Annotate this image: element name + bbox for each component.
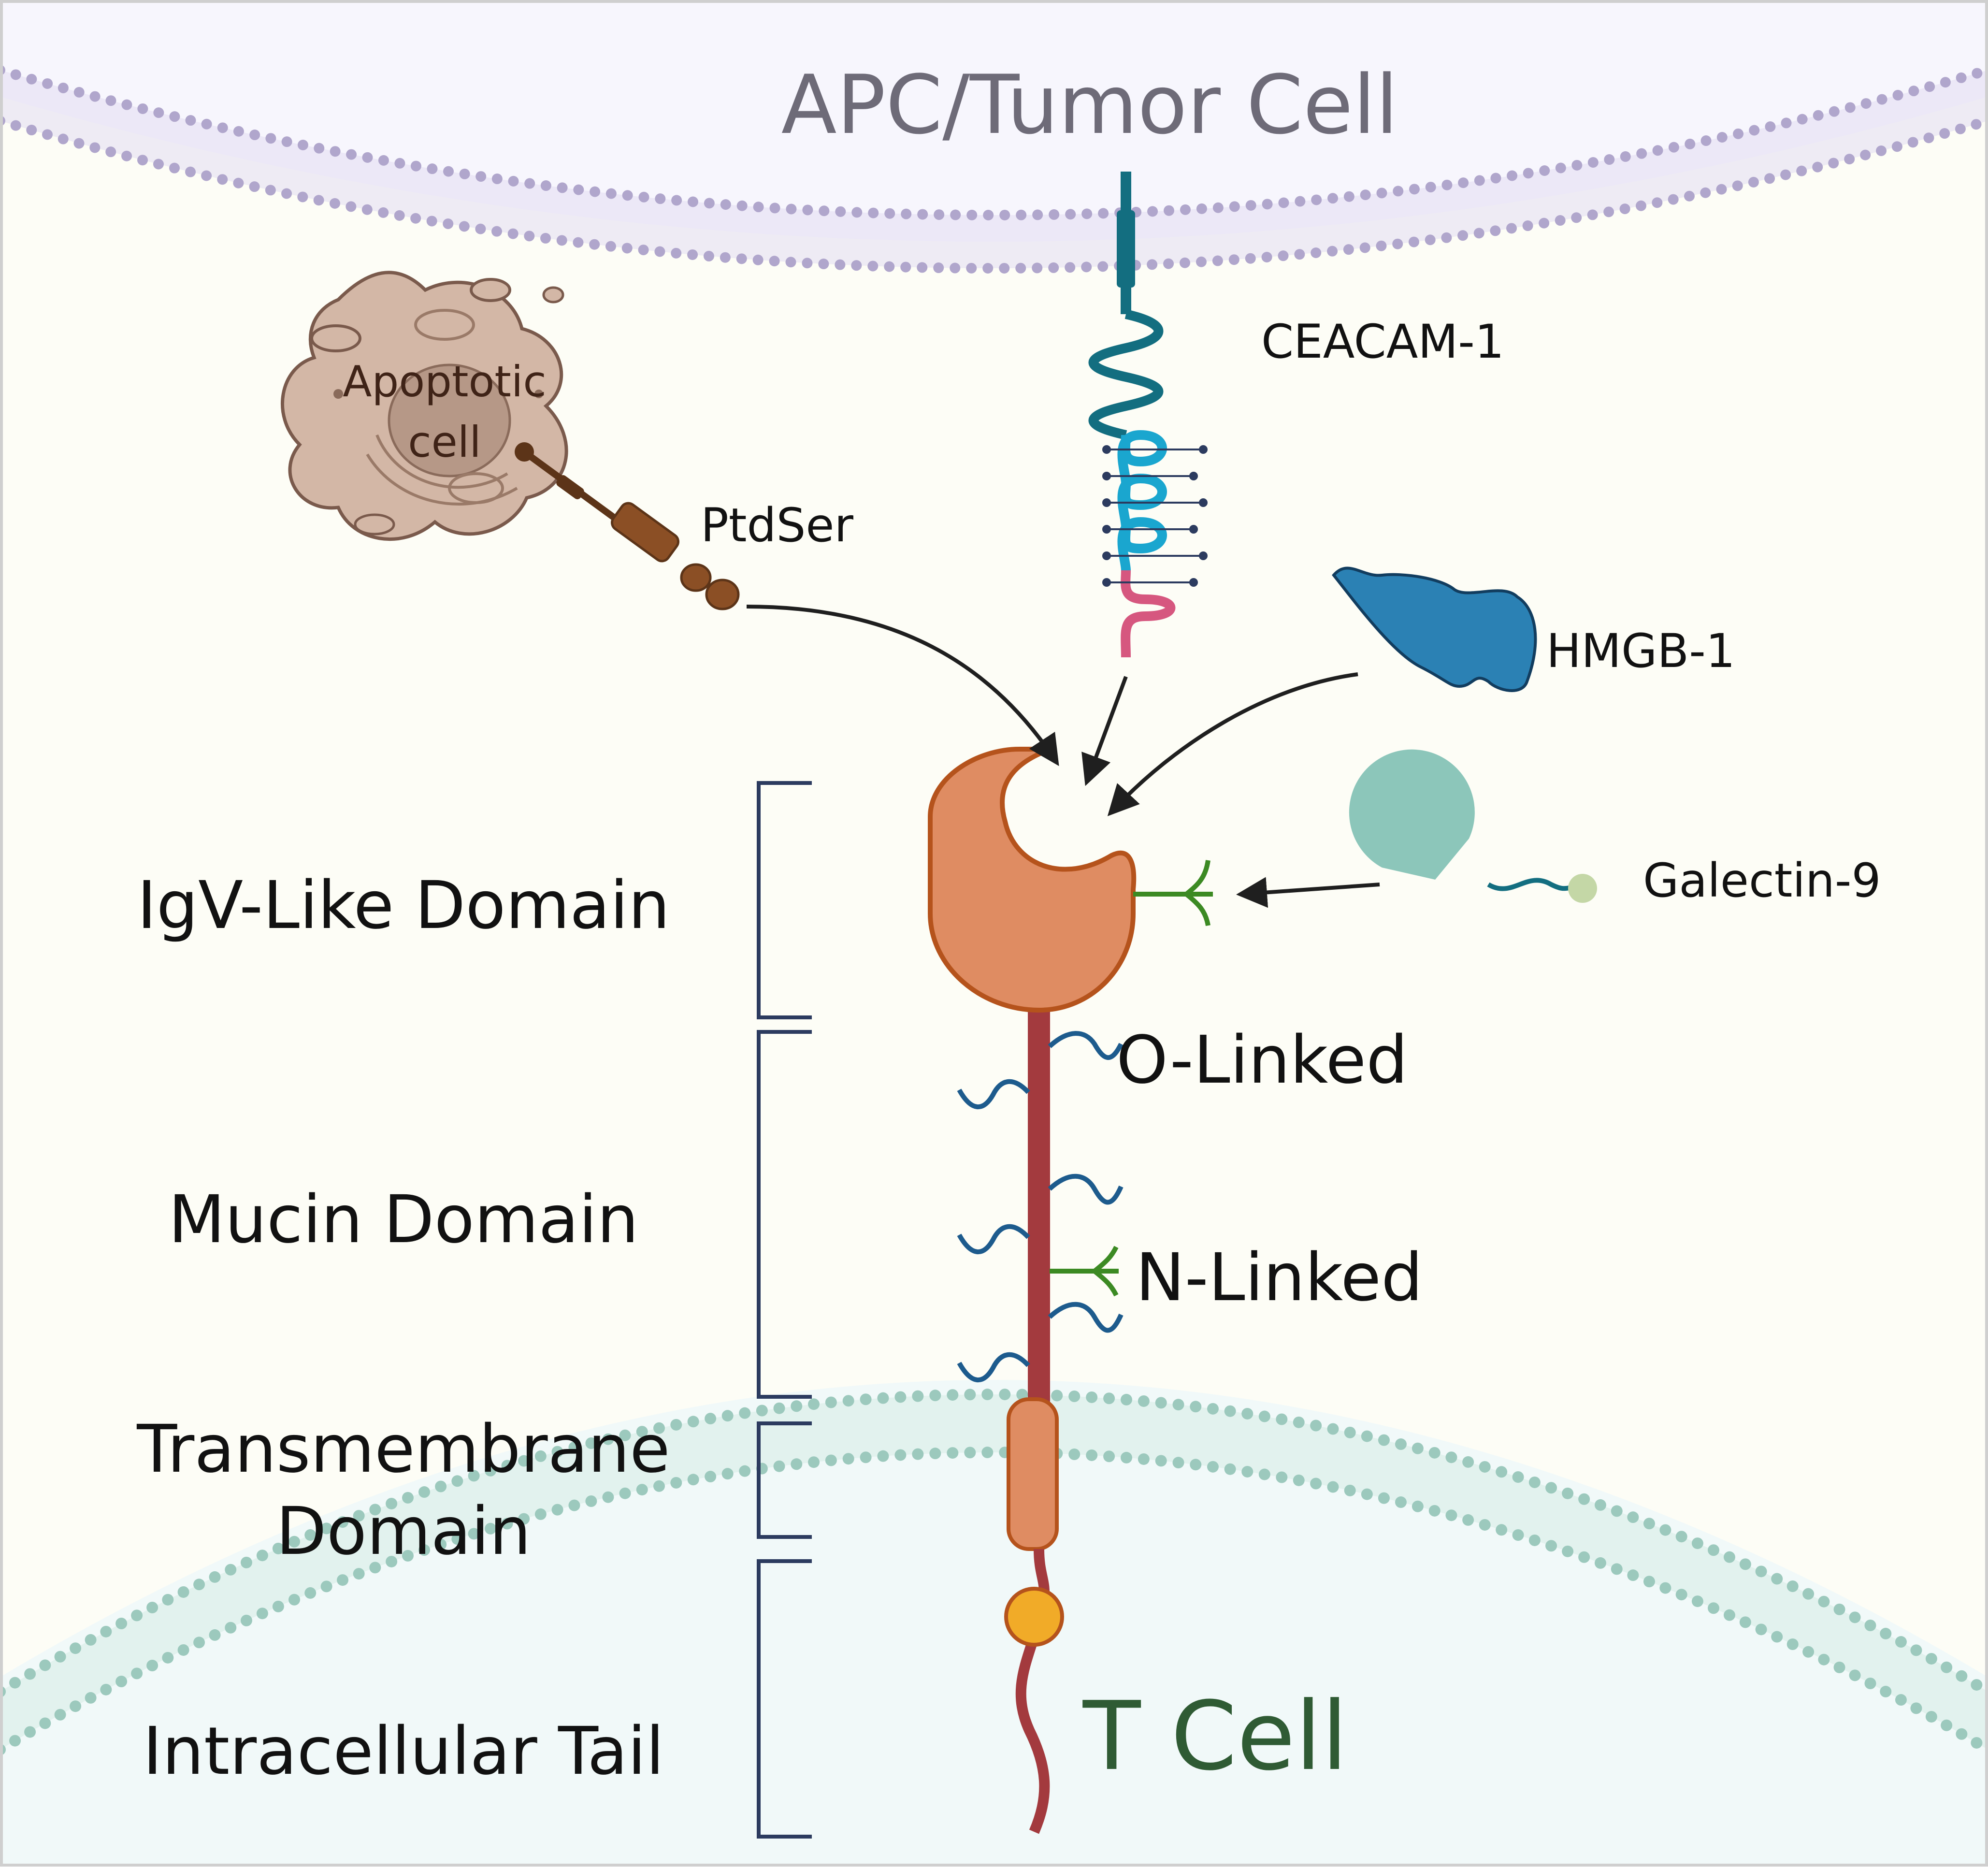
transmembrane-domain-label-line2: Domain: [276, 1493, 531, 1570]
apc-membrane-outer: [0, 65, 1988, 220]
o-linked-label: O-Linked: [1116, 1022, 1408, 1099]
igv-bracket: [757, 781, 812, 1019]
hmgb-arrow: [1107, 672, 1358, 816]
apc-membrane-fill: [0, 70, 1988, 268]
n-linked-label: N-Linked: [1136, 1240, 1423, 1316]
igv-n-glycan: [1133, 860, 1213, 926]
transmembrane-bracket: [757, 1421, 812, 1539]
binding-arrows: [746, 605, 1380, 908]
ptdser-label: PtdSer: [701, 498, 853, 552]
apoptotic-cell: [280, 271, 568, 541]
tcell-membrane-outer: [0, 1389, 1988, 1697]
galectin-arrow: [1236, 877, 1380, 908]
tail-phospho-site: [1004, 1587, 1064, 1647]
mucin-domain-label: Mucin Domain: [168, 1182, 638, 1258]
hmgb-1-molecule: [1332, 566, 1537, 692]
ceacam-1-molecule: [1088, 172, 1208, 658]
transmembrane-domain-label-line1: Transmembrane: [136, 1411, 670, 1488]
domain-brackets: [757, 781, 812, 1839]
ceacam-1-label: CEACAM-1: [1261, 315, 1504, 369]
mucin-bracket: [757, 1030, 812, 1399]
tcell-membrane-inner: [0, 1447, 1988, 1755]
tcell-title: T Cell: [1082, 1681, 1348, 1792]
ptdser-molecule: [515, 442, 740, 610]
ptdser-arrow: [746, 605, 1059, 767]
hmgb-1-label: HMGB-1: [1546, 624, 1735, 678]
galectin-9-label: Galectin-9: [1643, 854, 1881, 908]
tcell-membrane-fill: [0, 1394, 1988, 1750]
o-linked-glycans: [957, 1031, 1124, 1383]
igv-domain-label: IgV-Like Domain: [137, 868, 670, 944]
transmembrane-segment: [1007, 1397, 1059, 1551]
intracellular-tail-label: Intracellular Tail: [143, 1713, 664, 1790]
ceacam-arrow: [1081, 676, 1128, 786]
apoptotic-cell-label-line1: Apoptotic: [343, 357, 546, 406]
apc-membrane-inner: [0, 116, 1988, 274]
n-linked-glycan: [1050, 1246, 1119, 1297]
apc-cell-title: APC/Tumor Cell: [781, 58, 1398, 152]
intracellular-tail: [1015, 1549, 1050, 1834]
tim-3-receptor: [928, 747, 1137, 1834]
tail-bracket: [757, 1559, 812, 1839]
galectin-9-molecule: [1349, 749, 1597, 903]
apoptotic-cell-label-line2: cell: [408, 417, 481, 467]
